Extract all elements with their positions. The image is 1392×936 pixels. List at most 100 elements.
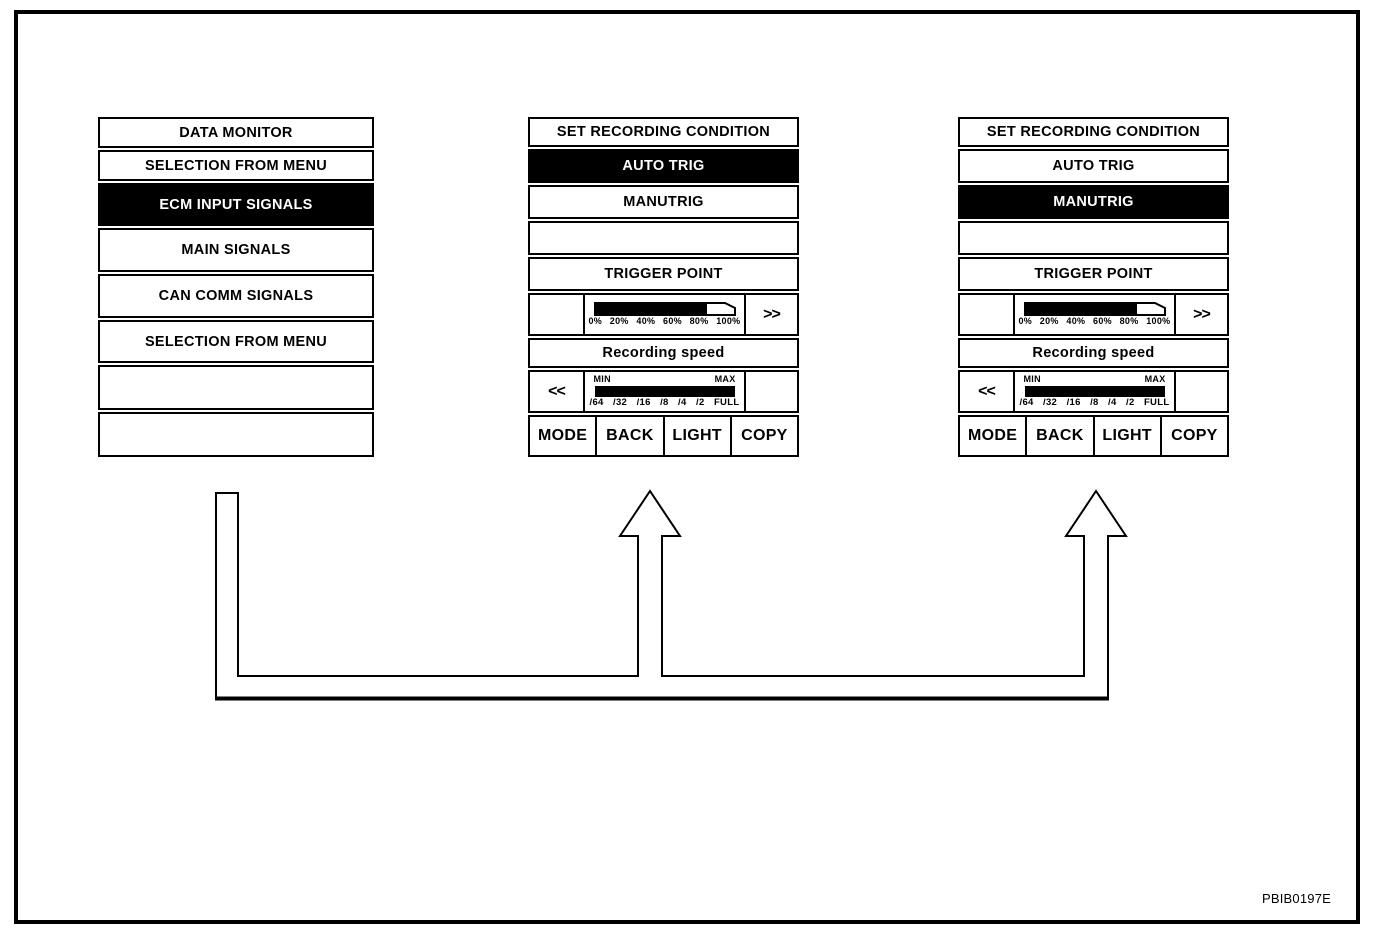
figure-code: PBIB0197E: [1262, 891, 1332, 906]
menu-item-ecm-input-signals[interactable]: ECM INPUT SIGNALS: [98, 183, 374, 226]
set-recording-condition-screen-manu: SET RECORDING CONDITION AUTO TRIG MANUTR…: [958, 117, 1229, 457]
speed-bar-cell: MIN MAX /64 /32 /16 /8 /4 /2 FULL: [585, 372, 744, 411]
next-chevrons-icon: >>: [1193, 305, 1211, 323]
tick-label: 20%: [609, 316, 629, 327]
prev-chevrons-icon: <<: [548, 382, 566, 400]
mode-button-label: MODE: [538, 427, 588, 444]
menu-item-label: SELECTION FROM MENU: [144, 157, 328, 174]
tick-label: /32: [613, 396, 628, 408]
tick-label: FULL: [713, 396, 740, 408]
recording-speed-heading: Recording speed: [528, 338, 799, 368]
data-monitor-screen: DATA MONITOR SELECTION FROM MENU ECM INP…: [98, 117, 374, 457]
figure-frame: [14, 10, 1360, 924]
screen-title-label: SET RECORDING CONDITION: [986, 124, 1201, 140]
trigger-point-heading: TRIGGER POINT: [528, 257, 799, 291]
recording-speed-row: << MIN MAX /64 /32 /16 /8 /4 /2 FULL: [528, 370, 799, 413]
screen-title: DATA MONITOR: [98, 117, 374, 148]
copy-button[interactable]: COPY: [1159, 417, 1227, 455]
tick-label: /16: [1066, 396, 1081, 408]
trigger-point-row: 0% 20% 40% 60% 80% 100% >>: [528, 293, 799, 336]
back-button[interactable]: BACK: [1025, 417, 1092, 455]
tick-label: 0%: [588, 316, 603, 327]
mode-button[interactable]: MODE: [530, 417, 595, 455]
tick-label: /64: [589, 396, 604, 408]
recording-speed-label: Recording speed: [1032, 345, 1155, 361]
speed-scale: /64 /32 /16 /8 /4 /2 FULL: [589, 396, 740, 408]
back-button-label: BACK: [606, 427, 654, 444]
recording-speed-label: Recording speed: [602, 345, 725, 361]
option-label: MANUTRIG: [623, 194, 704, 210]
speed-prev-button[interactable]: <<: [960, 372, 1015, 411]
tick-label: 40%: [636, 316, 656, 327]
tick-label: 60%: [663, 316, 682, 327]
trigger-scale: 0% 20% 40% 60% 80% 100%: [1018, 316, 1171, 327]
option-label: MANUTRIG: [1053, 194, 1134, 210]
tick-label: /2: [696, 396, 705, 408]
tick-label: /64: [1019, 396, 1034, 408]
copy-button-label: COPY: [1171, 427, 1218, 444]
option-auto-trig[interactable]: AUTO TRIG: [528, 149, 799, 183]
light-button-label: LIGHT: [672, 427, 722, 444]
trigger-bar-cell: 0% 20% 40% 60% 80% 100%: [1015, 295, 1174, 334]
menu-item-label: SELECTION FROM MENU: [144, 333, 328, 350]
tick-label: /16: [636, 396, 651, 408]
option-label: AUTO TRIG: [1052, 158, 1135, 174]
copy-button[interactable]: COPY: [729, 417, 797, 455]
tick-label: 80%: [1119, 316, 1139, 327]
tick-label: FULL: [1143, 396, 1170, 408]
trigger-next-button[interactable]: >>: [744, 295, 797, 334]
trigger-point-heading: TRIGGER POINT: [958, 257, 1229, 291]
menu-item-selection-from-menu[interactable]: SELECTION FROM MENU: [98, 150, 374, 181]
menu-item-label: MAIN SIGNALS: [181, 242, 291, 258]
option-manu-trig[interactable]: MANUTRIG: [528, 185, 799, 219]
set-recording-condition-screen-auto: SET RECORDING CONDITION AUTO TRIG MANUTR…: [528, 117, 799, 457]
trigger-point-row: 0% 20% 40% 60% 80% 100% >>: [958, 293, 1229, 336]
menu-item-can-comm-signals[interactable]: CAN COMM SIGNALS: [98, 274, 374, 318]
menu-item-selection-from-menu-2[interactable]: SELECTION FROM MENU: [98, 320, 374, 363]
speed-minmax: MIN MAX: [594, 373, 736, 385]
mode-button[interactable]: MODE: [960, 417, 1025, 455]
trigger-gauge-bar: [1023, 302, 1166, 317]
tick-label: /8: [660, 396, 669, 408]
softkey-row: MODE BACK LIGHT COPY: [528, 415, 799, 457]
screen-title-label: SET RECORDING CONDITION: [556, 124, 771, 140]
tick-label: 40%: [1066, 316, 1086, 327]
screen-title: SET RECORDING CONDITION: [958, 117, 1229, 147]
trigger-gauge-bar: [593, 302, 736, 317]
speed-gauge-bar: [1024, 385, 1165, 397]
menu-item-label: CAN COMM SIGNALS: [158, 288, 314, 304]
trigger-left-cell: [530, 295, 585, 334]
back-button-label: BACK: [1036, 427, 1084, 444]
menu-item-label: ECM INPUT SIGNALS: [159, 196, 313, 213]
mode-button-label: MODE: [968, 427, 1018, 444]
trigger-next-button[interactable]: >>: [1174, 295, 1227, 334]
empty-row: [958, 221, 1229, 255]
speed-right-cell: [744, 372, 797, 411]
speed-scale: /64 /32 /16 /8 /4 /2 FULL: [1019, 396, 1170, 408]
light-button[interactable]: LIGHT: [1092, 417, 1160, 455]
option-manu-trig[interactable]: MANUTRIG: [958, 185, 1229, 219]
tick-label: 60%: [1093, 316, 1112, 327]
tick-label: 100%: [716, 316, 741, 327]
tick-label: 0%: [1018, 316, 1033, 327]
tick-label: /2: [1126, 396, 1135, 408]
menu-item-main-signals[interactable]: MAIN SIGNALS: [98, 228, 374, 272]
tick-label: /32: [1043, 396, 1058, 408]
light-button[interactable]: LIGHT: [662, 417, 730, 455]
screen-title-label: DATA MONITOR: [179, 124, 293, 141]
back-button[interactable]: BACK: [595, 417, 662, 455]
min-label: MIN: [1023, 373, 1041, 384]
speed-prev-button[interactable]: <<: [530, 372, 585, 411]
empty-row: [528, 221, 799, 255]
tick-label: 20%: [1039, 316, 1059, 327]
option-label: AUTO TRIG: [622, 158, 705, 174]
tick-label: /4: [678, 396, 687, 408]
option-auto-trig[interactable]: AUTO TRIG: [958, 149, 1229, 183]
speed-gauge-bar: [594, 385, 735, 397]
empty-row: [98, 412, 374, 457]
speed-minmax: MIN MAX: [1023, 373, 1166, 385]
speed-bar-cell: MIN MAX /64 /32 /16 /8 /4 /2 FULL: [1015, 372, 1174, 411]
tick-label: 100%: [1146, 316, 1171, 327]
max-label: MAX: [714, 373, 736, 384]
